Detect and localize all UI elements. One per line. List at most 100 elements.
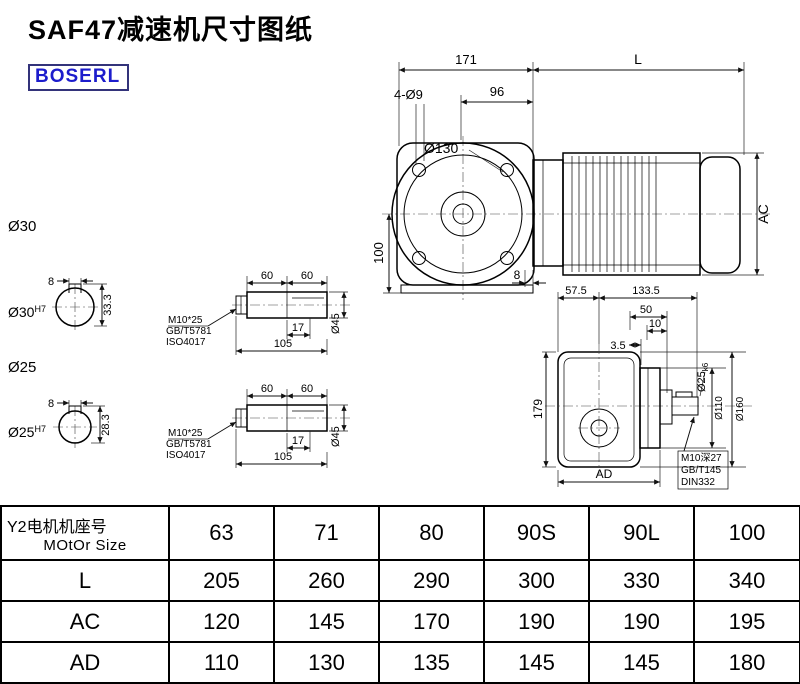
- front-view: 171 L 96 4-Ø9 Ø130 100 8: [371, 51, 771, 300]
- tap-note-box: [677, 450, 729, 490]
- dim-60-left: 60: [261, 270, 273, 282]
- dim-10: 10: [649, 318, 661, 330]
- holes-label: 4-Ø9: [394, 87, 423, 102]
- shaft-section-25: Ø25 8 28.3 Ø25H7: [8, 359, 112, 448]
- row-label-AC: AC: [0, 600, 170, 643]
- table-row-L: L 205 260 290 300 330 340: [0, 559, 800, 602]
- bolt-iso: ISO4017: [166, 337, 206, 348]
- dim-57-5: 57.5: [565, 285, 586, 297]
- dim-50: 50: [640, 304, 652, 316]
- motor-size-header-en: MOtOr Size: [43, 536, 127, 554]
- row-label-AD: AD: [0, 641, 170, 684]
- value-cell: 130: [273, 641, 380, 684]
- bolt-std: GB/T5781: [166, 439, 212, 450]
- bolt-std: GB/T5781: [166, 326, 212, 337]
- bore-circle: [55, 287, 95, 327]
- key-height: 28.3: [100, 414, 112, 435]
- value-cell: 145: [588, 641, 695, 684]
- dim-100: 100: [371, 242, 386, 264]
- dim-105: 105: [274, 451, 292, 463]
- key-width: 8: [48, 276, 54, 288]
- tap-din: DIN332: [681, 477, 715, 488]
- tap-note: M10深27: [681, 452, 722, 464]
- motor-size-header: Y2电机机座号 MOtOr Size: [0, 505, 170, 561]
- dim-133-5: 133.5: [632, 285, 660, 297]
- value-cell: 170: [378, 600, 485, 643]
- value-cell: 290: [378, 559, 485, 602]
- fan-cowl: [699, 156, 741, 274]
- section-30-title: Ø30: [8, 218, 36, 235]
- motor-size-table: Y2电机机座号 MOtOr Size 63 71 80 90S 90L 100 …: [0, 505, 800, 684]
- motor-flange: [532, 159, 564, 267]
- value-cell: 330: [588, 559, 695, 602]
- bolt-head: [235, 408, 248, 428]
- shaft-key: [675, 391, 693, 398]
- value-cell: 260: [273, 559, 380, 602]
- dia-45: Ø45: [330, 313, 342, 334]
- value-cell: 205: [168, 559, 275, 602]
- value-cell: 180: [693, 641, 800, 684]
- dim-17: 17: [292, 435, 304, 447]
- dia-160: Ø160: [735, 396, 746, 421]
- output-bore: [452, 203, 474, 225]
- size-cell: 71: [273, 505, 380, 561]
- table-row-AD: AD 110 130 135 145 145 180: [0, 641, 800, 684]
- dim-60-right: 60: [301, 383, 313, 395]
- dim-3-5: 3.5: [610, 340, 625, 352]
- size-cell: 80: [378, 505, 485, 561]
- value-cell: 190: [483, 600, 590, 643]
- dia-110: Ø110: [714, 396, 725, 420]
- shaft-detail-2: 60 60 17 105 Ø45 M10*25 GB/T5781 ISO4017: [166, 383, 350, 468]
- dim-17: 17: [292, 322, 304, 334]
- size-cell: 90S: [483, 505, 590, 561]
- bolt-note: M10*25: [168, 315, 203, 326]
- dim-AD: AD: [596, 467, 613, 481]
- value-cell: 145: [273, 600, 380, 643]
- dim-171: 171: [455, 52, 477, 67]
- bore-circle: [58, 410, 92, 444]
- bore-label: Ø30H7: [8, 304, 46, 320]
- input-flange: [639, 367, 661, 449]
- size-cell: 90L: [588, 505, 695, 561]
- flange-hole: [500, 251, 514, 265]
- keyway: [68, 405, 82, 414]
- bore-label: Ø25H7: [8, 424, 46, 440]
- value-cell: 120: [168, 600, 275, 643]
- motor: [532, 152, 741, 276]
- value-cell: 195: [693, 600, 800, 643]
- dim-L: L: [634, 51, 642, 67]
- motor-fins: [571, 156, 657, 272]
- row-label-L: L: [0, 559, 170, 602]
- page-title: SAF47减速机尺寸图纸: [28, 15, 314, 45]
- flange-hole: [500, 163, 514, 177]
- value-cell: 190: [588, 600, 695, 643]
- key-width: 8: [48, 398, 54, 410]
- flange-outer-circle: [391, 142, 535, 286]
- value-cell: 145: [483, 641, 590, 684]
- value-cell: 110: [168, 641, 275, 684]
- size-cell: 63: [168, 505, 275, 561]
- bolt-iso: ISO4017: [166, 450, 206, 461]
- output-bore-side: [579, 408, 619, 448]
- dim-96: 96: [490, 84, 504, 99]
- side-view: 57.5 133.5 50 10 3.5 Ø25k6 Ø110: [531, 285, 752, 490]
- dim-AC: AC: [755, 204, 771, 223]
- brand-logo: BOSERL: [28, 64, 130, 91]
- dim-105: 105: [274, 338, 292, 350]
- shaft-dia-label: Ø25k6: [696, 362, 710, 392]
- dim-179: 179: [531, 399, 545, 419]
- size-cell: 100: [693, 505, 800, 561]
- value-cell: 340: [693, 559, 800, 602]
- tap-std: GB/T145: [681, 465, 721, 476]
- gearbox-base: [400, 284, 534, 294]
- shaft-detail-1: 60 60 17 105 Ø45 M10*25 GB/T5781 ISO4017: [166, 270, 350, 355]
- dimension-drawing: 171 L 96 4-Ø9 Ø130 100 8: [8, 51, 771, 490]
- table-header-row: Y2电机机座号 MOtOr Size 63 71 80 90S 90L 100: [0, 505, 800, 561]
- dim-8: 8: [514, 268, 521, 282]
- value-cell: 135: [378, 641, 485, 684]
- dim-60-right: 60: [301, 270, 313, 282]
- bolt-head: [235, 295, 248, 315]
- flange-hole: [412, 163, 426, 177]
- dim-60-left: 60: [261, 383, 273, 395]
- dia-45: Ø45: [330, 426, 342, 447]
